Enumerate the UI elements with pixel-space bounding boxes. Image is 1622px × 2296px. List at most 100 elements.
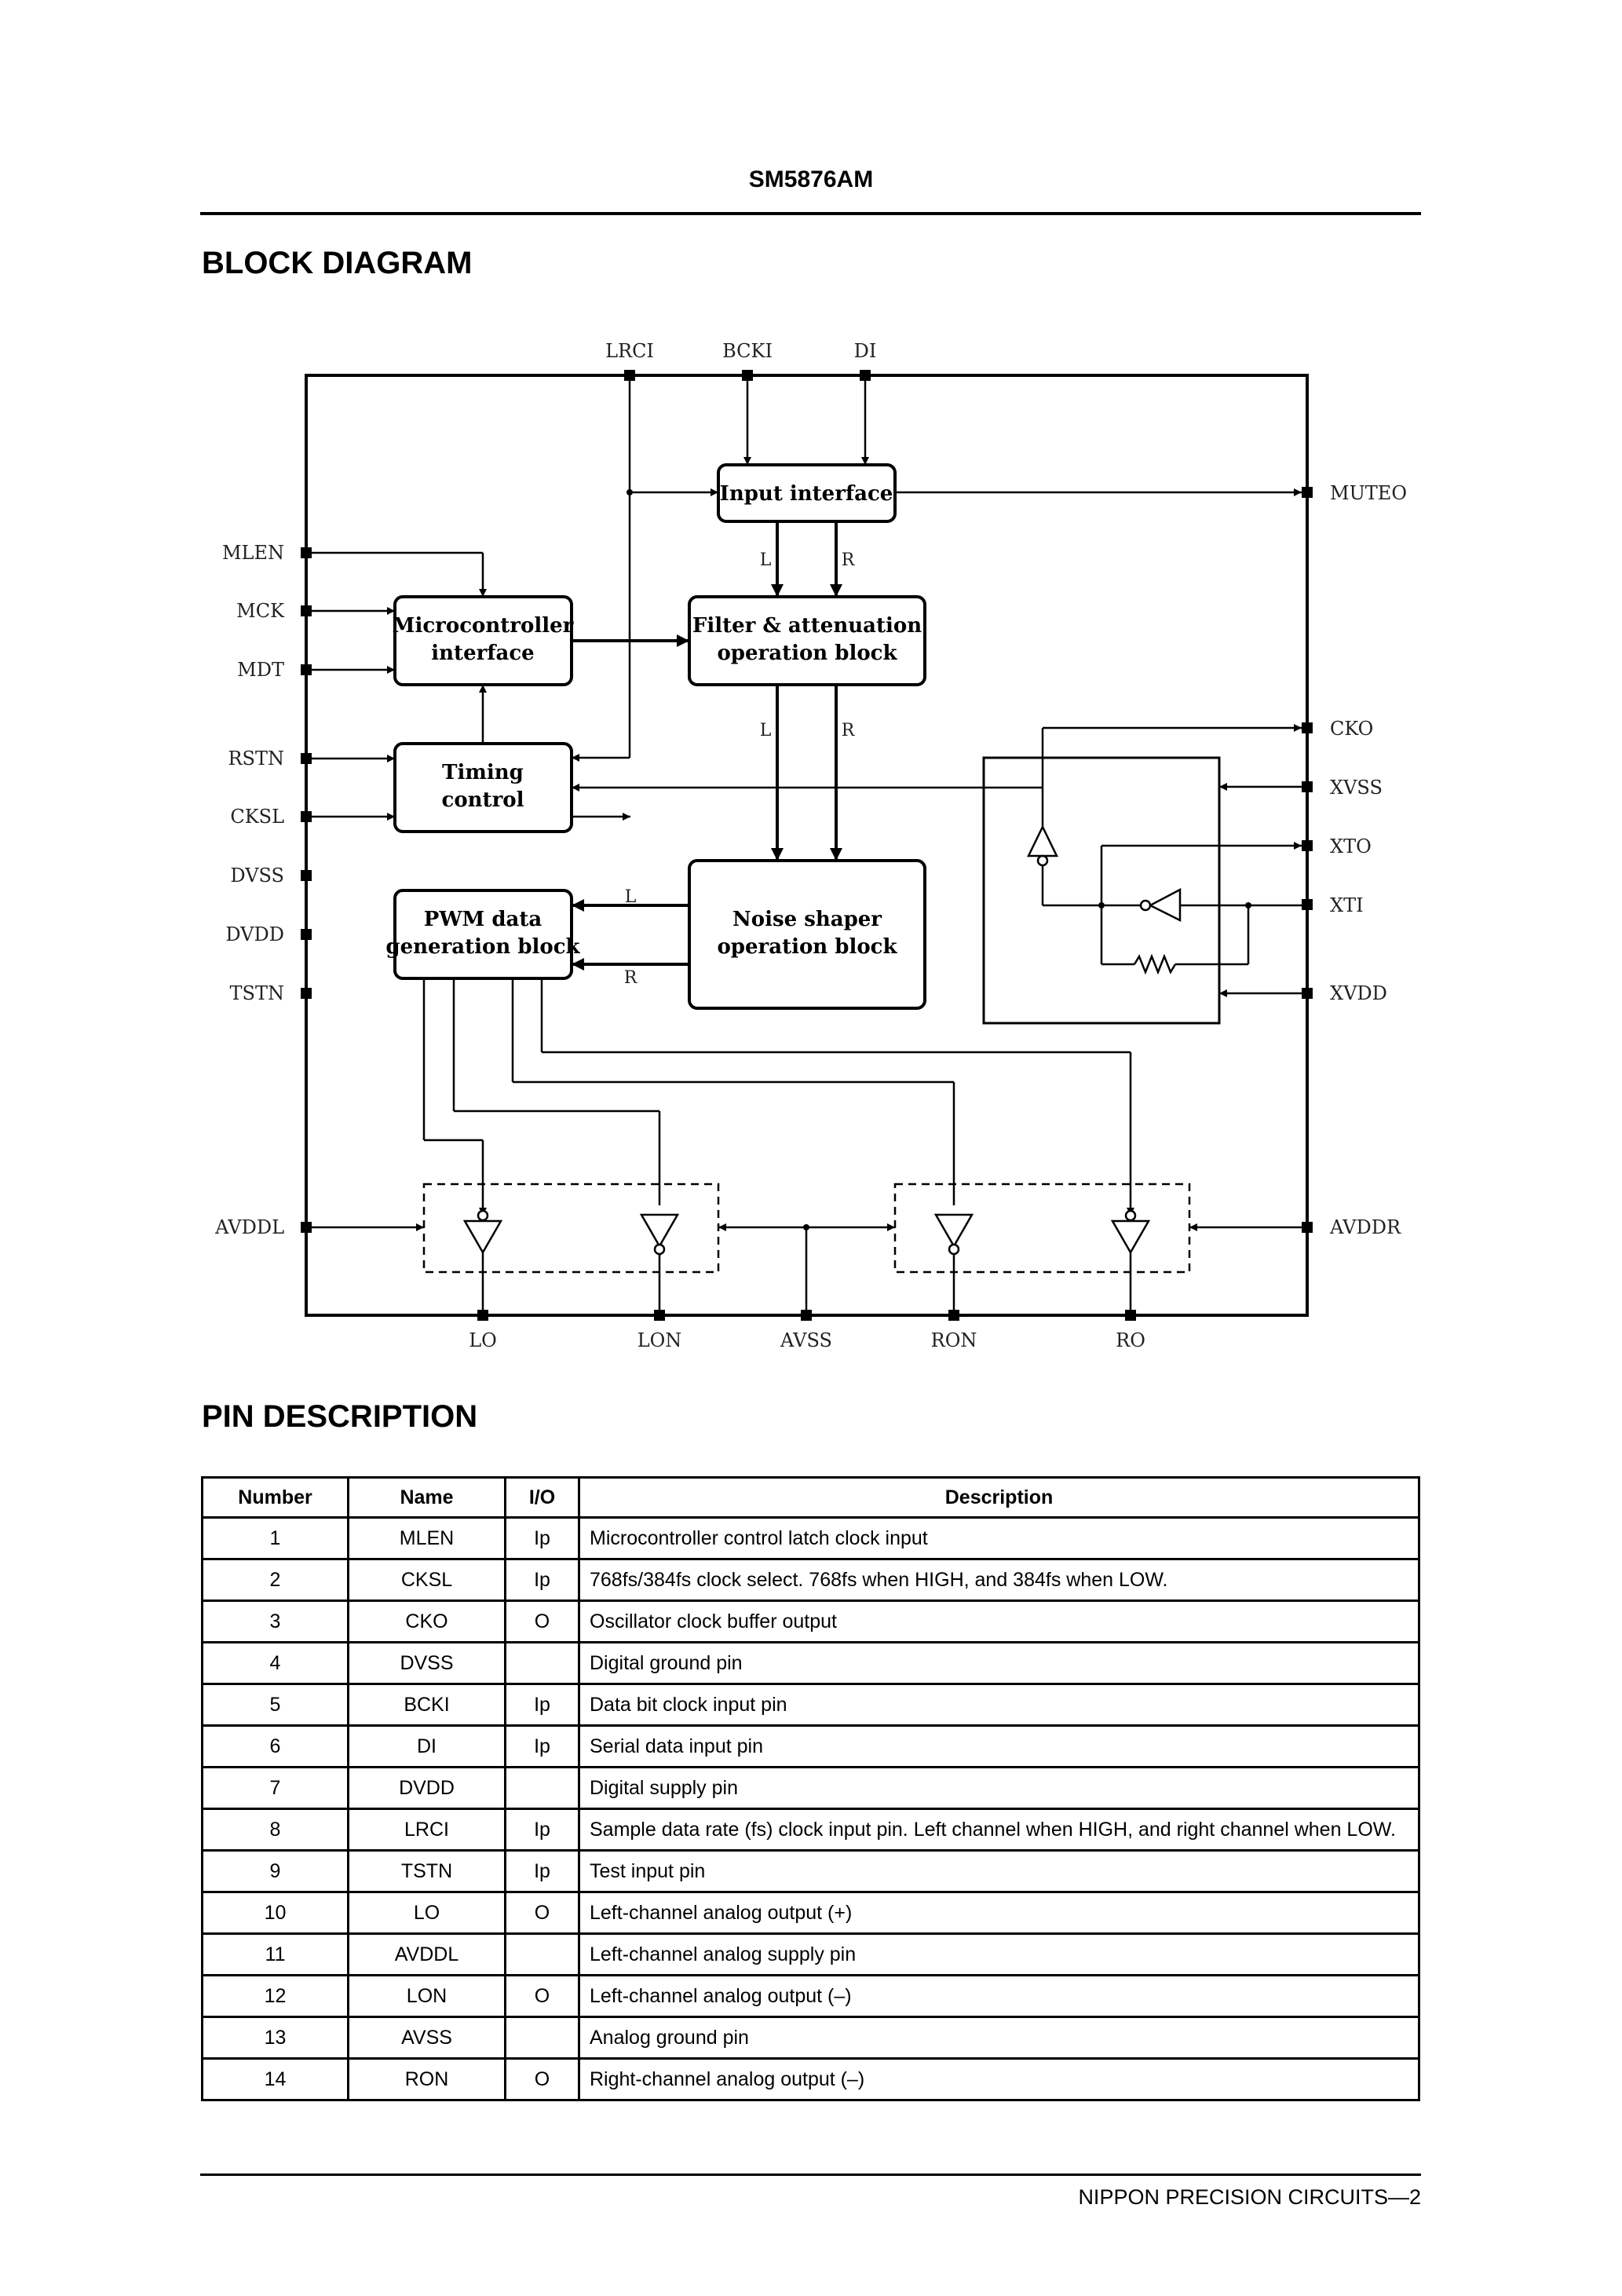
oscillator-circuit [1027, 724, 1302, 975]
pin-label-tstn: TSTN [230, 982, 284, 1004]
micro-interface-label-2: interface [431, 642, 534, 665]
pin-io [504, 1766, 580, 1810]
table-header-row: Number Name I/O Description [201, 1476, 1420, 1519]
micro-interface-label-1: Microcontroller [393, 614, 574, 638]
pin-description: 768fs/384fs clock select. 768fs when HIG… [578, 1558, 1420, 1602]
block-diagram-title: BLOCK DIAGRAM [202, 246, 473, 280]
timing-control-block [393, 742, 573, 833]
pin-label-lrci: LRCI [605, 340, 654, 362]
filter-attenuation-block [688, 595, 926, 686]
pin-description: Left-channel analog output (+) [578, 1891, 1420, 1935]
pin-description: Right-channel analog output (–) [578, 2057, 1420, 2101]
microcontroller-interface-block [393, 595, 573, 686]
pin-description: Data bit clock input pin [578, 1683, 1420, 1727]
pin-name: AVSS [347, 2016, 506, 2060]
pin-label-muteo: MUTEO [1330, 482, 1407, 504]
pin-description: Left-channel analog supply pin [578, 1932, 1420, 1976]
pwm-label-2: generation block [385, 935, 580, 959]
pin-number: 13 [201, 2016, 349, 2060]
pin-label-di: DI [854, 340, 877, 362]
footer-rule [200, 2174, 1421, 2176]
channel-label-r: R [624, 968, 638, 988]
pin-label-mlen: MLEN [222, 542, 284, 564]
pin-label-cko: CKO [1330, 718, 1373, 740]
pin-description: Test input pin [578, 1849, 1420, 1893]
pin-io [504, 1932, 580, 1976]
pin-description: Digital supply pin [578, 1766, 1420, 1810]
pin-markers [301, 370, 1313, 1321]
left-driver-group [422, 1183, 720, 1274]
part-number: SM5876AM [748, 166, 874, 192]
pin-description: Microcontroller control latch clock inpu… [578, 1516, 1420, 1560]
pin-label-mdt: MDT [237, 659, 284, 681]
pin-number: 3 [201, 1600, 349, 1643]
channel-label-l: L [625, 887, 637, 907]
pin-label-avddl: AVDDL [214, 1216, 284, 1238]
filter-label-2: operation block [717, 642, 897, 665]
pin-label-xvss: XVSS [1330, 777, 1383, 799]
pin-label-ron: RON [931, 1329, 977, 1351]
column-header-name: Name [347, 1476, 506, 1519]
pin-label-mck: MCK [236, 600, 285, 622]
pin-label-xto: XTO [1330, 835, 1372, 857]
oscillator-block [982, 756, 1221, 1025]
pin-number: 10 [201, 1891, 349, 1935]
timing-label-1: Timing [442, 761, 524, 784]
channel-label-l: L [760, 550, 772, 570]
right-driver-group [893, 1183, 1191, 1274]
pin-name: DI [347, 1724, 506, 1768]
pin-label-xti: XTI [1330, 894, 1364, 916]
pin-number: 12 [201, 1974, 349, 2018]
channel-label-r: R [842, 550, 856, 570]
pin-description: Oscillator clock buffer output [578, 1600, 1420, 1643]
pin-io: Ip [504, 1516, 580, 1560]
pin-io: O [504, 2057, 580, 2101]
pin-name: DVSS [347, 1641, 506, 1685]
pin-label-lon: LON [637, 1329, 682, 1351]
pin-label-rstn: RSTN [228, 748, 284, 770]
pin-name: DVDD [347, 1766, 506, 1810]
pin-description: Sample data rate (fs) clock input pin. L… [578, 1808, 1420, 1852]
pin-description: Digital ground pin [578, 1641, 1420, 1685]
pin-name: LO [347, 1891, 506, 1935]
pin-io: O [504, 1600, 580, 1643]
pin-description: Serial data input pin [578, 1724, 1420, 1768]
pin-name: BCKI [347, 1683, 506, 1727]
timing-label-2: control [441, 788, 524, 812]
pin-label-avss: AVSS [780, 1329, 832, 1351]
pin-io: O [504, 1974, 580, 2018]
pin-number: 11 [201, 1932, 349, 1976]
pin-number: 6 [201, 1724, 349, 1768]
noise-shaper-label-1: Noise shaper [732, 908, 882, 931]
pin-io: Ip [504, 1683, 580, 1727]
pin-number: 9 [201, 1849, 349, 1893]
pin-number: 4 [201, 1641, 349, 1685]
pin-label-cksl: CKSL [230, 806, 284, 828]
column-header-number: Number [201, 1476, 349, 1519]
pin-number: 14 [201, 2057, 349, 2101]
pin-name: MLEN [347, 1516, 506, 1560]
pin-label-dvdd: DVDD [225, 923, 284, 945]
pin-number: 5 [201, 1683, 349, 1727]
block-diagram: LRCI BCKI DI MLEN MCK MDT RSTN CKSL DVSS… [214, 340, 1407, 1351]
pin-io: Ip [504, 1849, 580, 1893]
pin-number: 7 [201, 1766, 349, 1810]
pin-io: Ip [504, 1724, 580, 1768]
pin-description: Analog ground pin [578, 2016, 1420, 2060]
pin-name: CKSL [347, 1558, 506, 1602]
pin-number: 2 [201, 1558, 349, 1602]
footer-text: NIPPON PRECISION CIRCUITS—2 [1078, 2185, 1421, 2209]
pin-number: 1 [201, 1516, 349, 1560]
pin-name: LRCI [347, 1808, 506, 1852]
